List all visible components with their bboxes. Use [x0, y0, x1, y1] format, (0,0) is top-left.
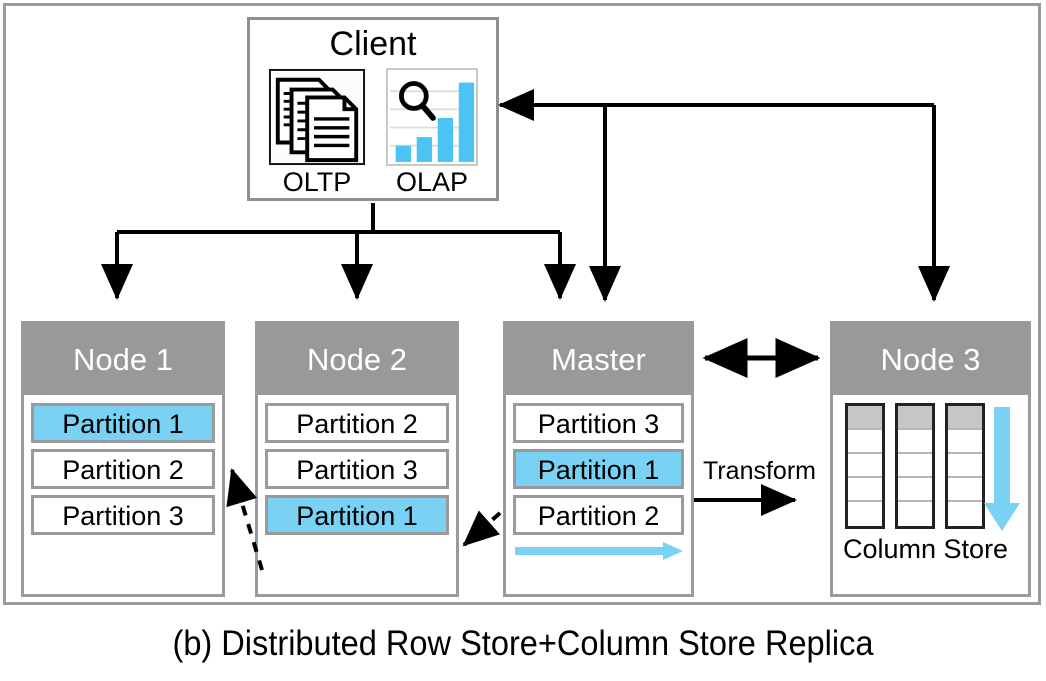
transform-label: Transform: [703, 457, 816, 485]
master-partitions: Partition 3 Partition 1 Partition 2: [506, 395, 691, 567]
node-1-title: Node 1: [24, 324, 222, 395]
column-store-column: [895, 403, 935, 529]
column-store-area: Column Store: [833, 395, 1028, 565]
column-store-column: [945, 403, 985, 529]
column-cell: [848, 454, 882, 478]
column-cell: [848, 430, 882, 454]
column-store-flow-arrow: [982, 405, 1022, 538]
node-2-partitions: Partition 2 Partition 3 Partition 1: [258, 395, 456, 547]
column-cell: [848, 502, 882, 526]
client-icon-row: OLTP OLA: [250, 68, 496, 197]
node-3-title: Node 3: [833, 324, 1028, 395]
node-1-box[interactable]: Node 1 Partition 1 Partition 2 Partition…: [21, 321, 225, 597]
partition-row[interactable]: Partition 2: [513, 495, 684, 535]
column-cell: [848, 478, 882, 502]
column-cell: [948, 454, 982, 478]
row-store-flow-arrow: [513, 541, 684, 561]
client-box: Client: [247, 17, 499, 201]
partition-row[interactable]: Partition 2: [31, 449, 215, 489]
oltp-group: OLTP: [268, 68, 366, 197]
column-store-column: [845, 403, 885, 529]
column-header-cell: [948, 406, 982, 430]
column-cell: [948, 502, 982, 526]
column-header-cell: [848, 406, 882, 430]
column-store-columns: [841, 403, 1020, 529]
olap-label: OLAP: [395, 167, 469, 197]
column-cell: [898, 478, 932, 502]
column-store-label: Column Store: [843, 534, 1009, 564]
oltp-documents-icon: [268, 68, 366, 166]
oltp-label: OLTP: [282, 167, 352, 197]
column-header-cell: [898, 406, 932, 430]
column-cell: [948, 430, 982, 454]
partition-row[interactable]: Partition 3: [513, 403, 684, 443]
partition-row[interactable]: Partition 1: [265, 495, 449, 535]
client-title: Client: [329, 25, 417, 63]
master-box[interactable]: Master Partition 3 Partition 1 Partition…: [503, 321, 694, 597]
master-title: Master: [506, 324, 691, 395]
figure-caption: (b) Distributed Row Store+Column Store R…: [172, 624, 874, 663]
column-cell: [948, 478, 982, 502]
partition-row[interactable]: Partition 3: [31, 495, 215, 535]
node-2-box[interactable]: Node 2 Partition 2 Partition 3 Partition…: [255, 321, 459, 597]
column-cell: [898, 454, 932, 478]
partition-row[interactable]: Partition 3: [265, 449, 449, 489]
partition-row[interactable]: Partition 1: [31, 403, 215, 443]
partition-row[interactable]: Partition 1: [513, 449, 684, 489]
olap-barchart-icon: [386, 68, 478, 166]
column-cell: [898, 502, 932, 526]
column-cell: [898, 430, 932, 454]
node-2-title: Node 2: [258, 324, 456, 395]
node-3-box[interactable]: Node 3: [830, 321, 1031, 597]
node-1-partitions: Partition 1 Partition 2 Partition 3: [24, 395, 222, 547]
olap-group: OLAP: [386, 68, 478, 197]
partition-row[interactable]: Partition 2: [265, 403, 449, 443]
